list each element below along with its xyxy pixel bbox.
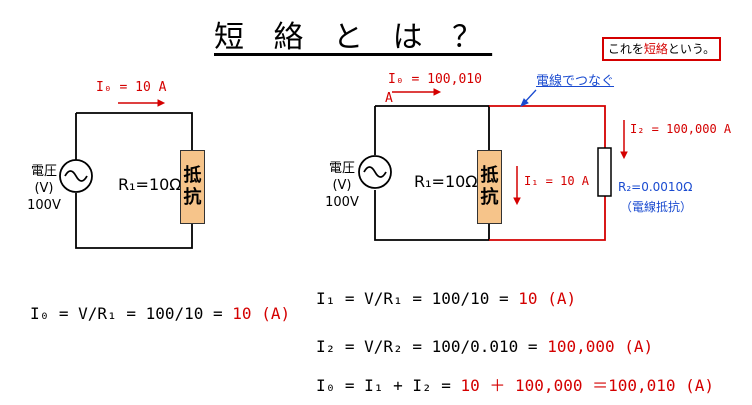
left-source-line2: (V): [34, 181, 54, 196]
i1-arrow-icon: [513, 166, 521, 206]
short-circuit-wire: [489, 105, 606, 241]
left-equation: I₀ = V/R₁ = 100/10 = 10 (A): [30, 304, 290, 323]
eq3-text: I₀ = I₁ + I₂ =: [316, 376, 461, 395]
left-source-label: 電圧 (V) 100V: [24, 163, 64, 214]
equation-i0: I₀ = I₁ + I₂ = 10 ＋ 100,000 ＝100,010 (A): [316, 372, 714, 396]
right-source-line3: 100V: [325, 195, 359, 210]
left-ac-source-icon: [59, 159, 93, 193]
right-source-line2: (V): [332, 178, 352, 193]
left-eq-result: 10 (A): [232, 304, 291, 323]
left-current-arrow-icon: [118, 99, 166, 107]
right-resistor-char2: 抗: [480, 187, 499, 208]
left-resistor-char2: 抗: [183, 187, 202, 208]
right-resistance-label: R₁=10Ω: [414, 172, 478, 191]
i2-arrow-icon: [620, 120, 628, 160]
left-current-label: I₀ = 10 A: [96, 80, 167, 95]
left-resistor-char1: 抵: [183, 165, 202, 186]
equation-i2: I₂ = V/R₂ = 100/0.010 = 100,000 (A): [316, 337, 653, 356]
right-source-line1: 電圧: [328, 161, 355, 176]
left-resistance-label: R₁=10Ω: [118, 175, 182, 194]
right-total-current-label: I₀ = 100,010: [388, 72, 482, 87]
connection-pointer-icon: [520, 89, 537, 107]
page-title: 短 絡 と は ？: [214, 20, 493, 55]
left-circuit-wires: [75, 112, 193, 249]
right-ac-source-icon: [358, 155, 392, 189]
right-total-current-unit: A: [385, 91, 393, 106]
right-resistor-char1: 抵: [480, 165, 499, 186]
left-source-line3: 100V: [27, 198, 61, 213]
i1-current-label: I₁ = 10 A: [524, 174, 590, 188]
left-eq-text: I₀ = V/R₁ = 100/10 =: [30, 304, 233, 323]
r2-note: （電線抵抗）: [620, 200, 693, 214]
eq2-text: I₂ = V/R₂ = 100/0.010 =: [316, 337, 548, 356]
connection-label: 電線でつなぐ: [536, 74, 615, 89]
right-source-label: 電圧 (V) 100V: [322, 160, 362, 211]
eq1-text: I₁ = V/R₁ = 100/10 =: [316, 289, 519, 308]
note-suffix: という。: [667, 42, 716, 56]
i2-current-label: I₂ = 100,000 A: [630, 122, 732, 136]
eq2-result: 100,000 (A): [547, 337, 654, 356]
left-resistor: 抵 抗: [180, 150, 205, 224]
eq1-result: 10 (A): [518, 289, 577, 308]
right-current-arrow-icon: [392, 88, 442, 96]
r2-resistor: [597, 147, 612, 197]
r2-label: R₂=0.0010Ω: [618, 180, 693, 194]
note-highlight: 短絡: [643, 42, 668, 56]
definition-note: これを短絡という。: [602, 37, 721, 61]
equation-i1: I₁ = V/R₁ = 100/10 = 10 (A): [316, 289, 576, 308]
note-prefix: これを: [607, 42, 644, 56]
eq3-result: 10 ＋ 100,000 ＝100,010 (A): [460, 376, 715, 395]
left-source-line1: 電圧: [30, 164, 57, 179]
right-resistor: 抵 抗: [477, 150, 502, 224]
